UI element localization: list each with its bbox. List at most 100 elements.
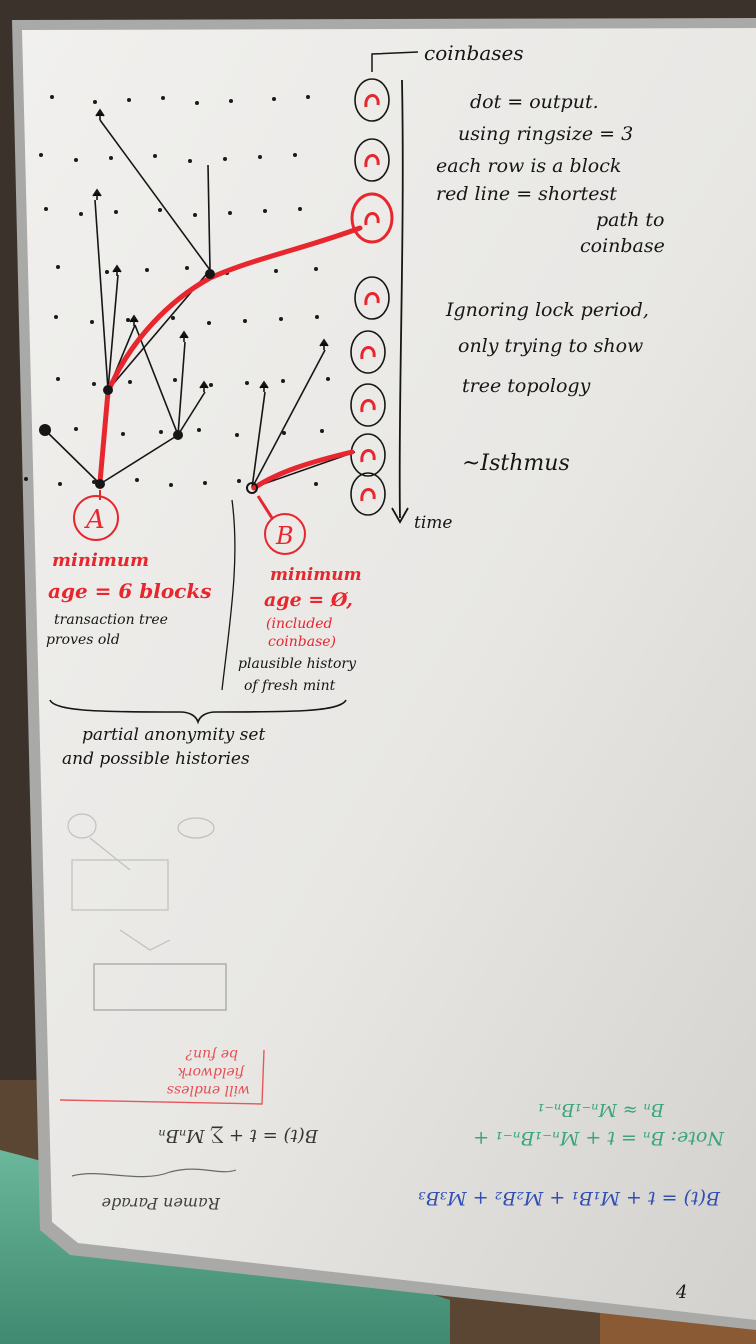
output-dot [315, 315, 319, 319]
case-b-desc: plausible history [238, 656, 357, 672]
output-dot [243, 319, 247, 323]
coinbase-circles [350, 78, 394, 516]
tree-edge [177, 341, 186, 436]
output-dot [50, 95, 54, 99]
output-dot [92, 382, 96, 386]
tree-edge [251, 391, 266, 489]
output-dot [171, 316, 175, 320]
output-dot [193, 213, 197, 217]
time-arrowhead [391, 507, 409, 524]
output-dot [92, 480, 96, 484]
upside-down-formula: B(t) = t + ∑ MₙBₙ [158, 1125, 319, 1146]
output-dot [135, 478, 139, 482]
scribble-text: Ramen Parade [102, 1194, 221, 1213]
case-a-marker: A [73, 490, 119, 541]
coinbase-mark [360, 449, 376, 463]
leaf-mark [92, 188, 102, 200]
legend: dot = output. using ringsize = 3 each ro… [436, 91, 665, 257]
output-dot [274, 269, 278, 273]
output-dot [58, 482, 62, 486]
output-dot [90, 320, 94, 324]
output-dot [293, 153, 297, 157]
tree-edge [207, 164, 211, 271]
output-dot [153, 154, 157, 158]
tree-edge [99, 434, 179, 485]
case-a-title: age = 6 blocks [48, 579, 211, 603]
case-b-letter: B [275, 522, 294, 550]
brace-caption-line: and possible histories [62, 749, 250, 769]
legend-line: dot = output. [470, 91, 599, 113]
upside-down-blue-formula: B(t) = t + M₁B₁ + M₂B₂ + M₃B₃ [418, 1187, 721, 1209]
output-dot [298, 207, 302, 211]
green-note-line: Note: Bₙ = t + Mₙ₋₁Bₙ₋₁ + [473, 1127, 725, 1149]
output-dot [126, 318, 130, 322]
legend-line: path to [596, 209, 664, 231]
green-note-line: Bₙ ≈ Mₙ₋₁Bₙ₋₁ [537, 1099, 665, 1120]
coinbase-circle [350, 433, 386, 477]
output-dot [158, 208, 162, 212]
corner-mark: 4 [675, 1282, 687, 1303]
case-b-marker: B [256, 495, 306, 555]
output-dot-grid [24, 95, 330, 487]
output-dot [159, 430, 163, 434]
leaf-mark [112, 264, 122, 276]
output-dot [93, 100, 97, 104]
output-dot [272, 97, 276, 101]
blue-formula-line: B(t) = t + M₁B₁ + M₂B₂ + M₃B₃ [418, 1187, 721, 1209]
tree-leaf-marks [92, 108, 329, 392]
formula-line: B(t) = t + ∑ MₙBₙ [158, 1125, 319, 1146]
case-b-title: minimum [270, 565, 362, 585]
output-dot [121, 432, 125, 436]
output-dot [74, 427, 78, 431]
legend-line: coinbase [580, 235, 665, 257]
scribble-underline [71, 1168, 237, 1178]
case-a-text: minimum age = 6 blocks transaction tree … [46, 550, 211, 648]
tree-edge [99, 119, 211, 271]
anonymity-brace [49, 699, 347, 725]
legend-line: red line = shortest [436, 183, 617, 205]
case-a-letter: A [84, 505, 105, 535]
output-dot [326, 377, 330, 381]
erased-sketch [67, 813, 215, 951]
coinbase-mark [360, 399, 376, 413]
case-a-desc: proves old [46, 632, 120, 648]
erased-shape [71, 859, 169, 911]
coinbase-mark [364, 212, 380, 226]
node [246, 482, 258, 494]
output-dot [44, 207, 48, 211]
red-note-line: will endless [167, 1082, 250, 1098]
legend-line: using ringsize = 3 [458, 123, 633, 145]
output-dot [282, 431, 286, 435]
case-b-text: minimum age = Ø, (included coinbase) pla… [238, 565, 362, 694]
output-dot [237, 479, 241, 483]
leaf-mark [319, 338, 329, 350]
output-dot [209, 383, 213, 387]
time-arrow [391, 79, 409, 524]
output-dot [245, 381, 249, 385]
note-line: tree topology [462, 375, 591, 397]
case-a-desc: transaction tree [54, 612, 168, 628]
case-b-circle [264, 513, 306, 555]
node [95, 479, 105, 489]
leaf-mark [199, 380, 209, 392]
case-divider [221, 499, 236, 691]
signature: ~Isthmus [462, 451, 570, 476]
coinbase-circle [354, 276, 390, 320]
topology-note: Ignoring lock period, only trying to sho… [445, 299, 649, 397]
coinbase-circle [350, 192, 394, 244]
note-line: only trying to show [458, 335, 643, 357]
output-dot [207, 321, 211, 325]
output-dot [263, 209, 267, 213]
coinbase-mark [364, 154, 380, 168]
red-note-border [59, 1049, 265, 1105]
upside-down-red-note: will endless fieldwork be fun? [167, 1046, 250, 1098]
tree-edge [134, 324, 179, 436]
coinbase-circle [350, 383, 386, 427]
leaf-mark [259, 380, 269, 392]
coinbase-mark [364, 292, 380, 306]
output-dot [105, 270, 109, 274]
output-dot [127, 98, 131, 102]
output-dot [109, 156, 113, 160]
coinbase-circle [350, 330, 386, 374]
case-a-title: minimum [52, 550, 149, 571]
